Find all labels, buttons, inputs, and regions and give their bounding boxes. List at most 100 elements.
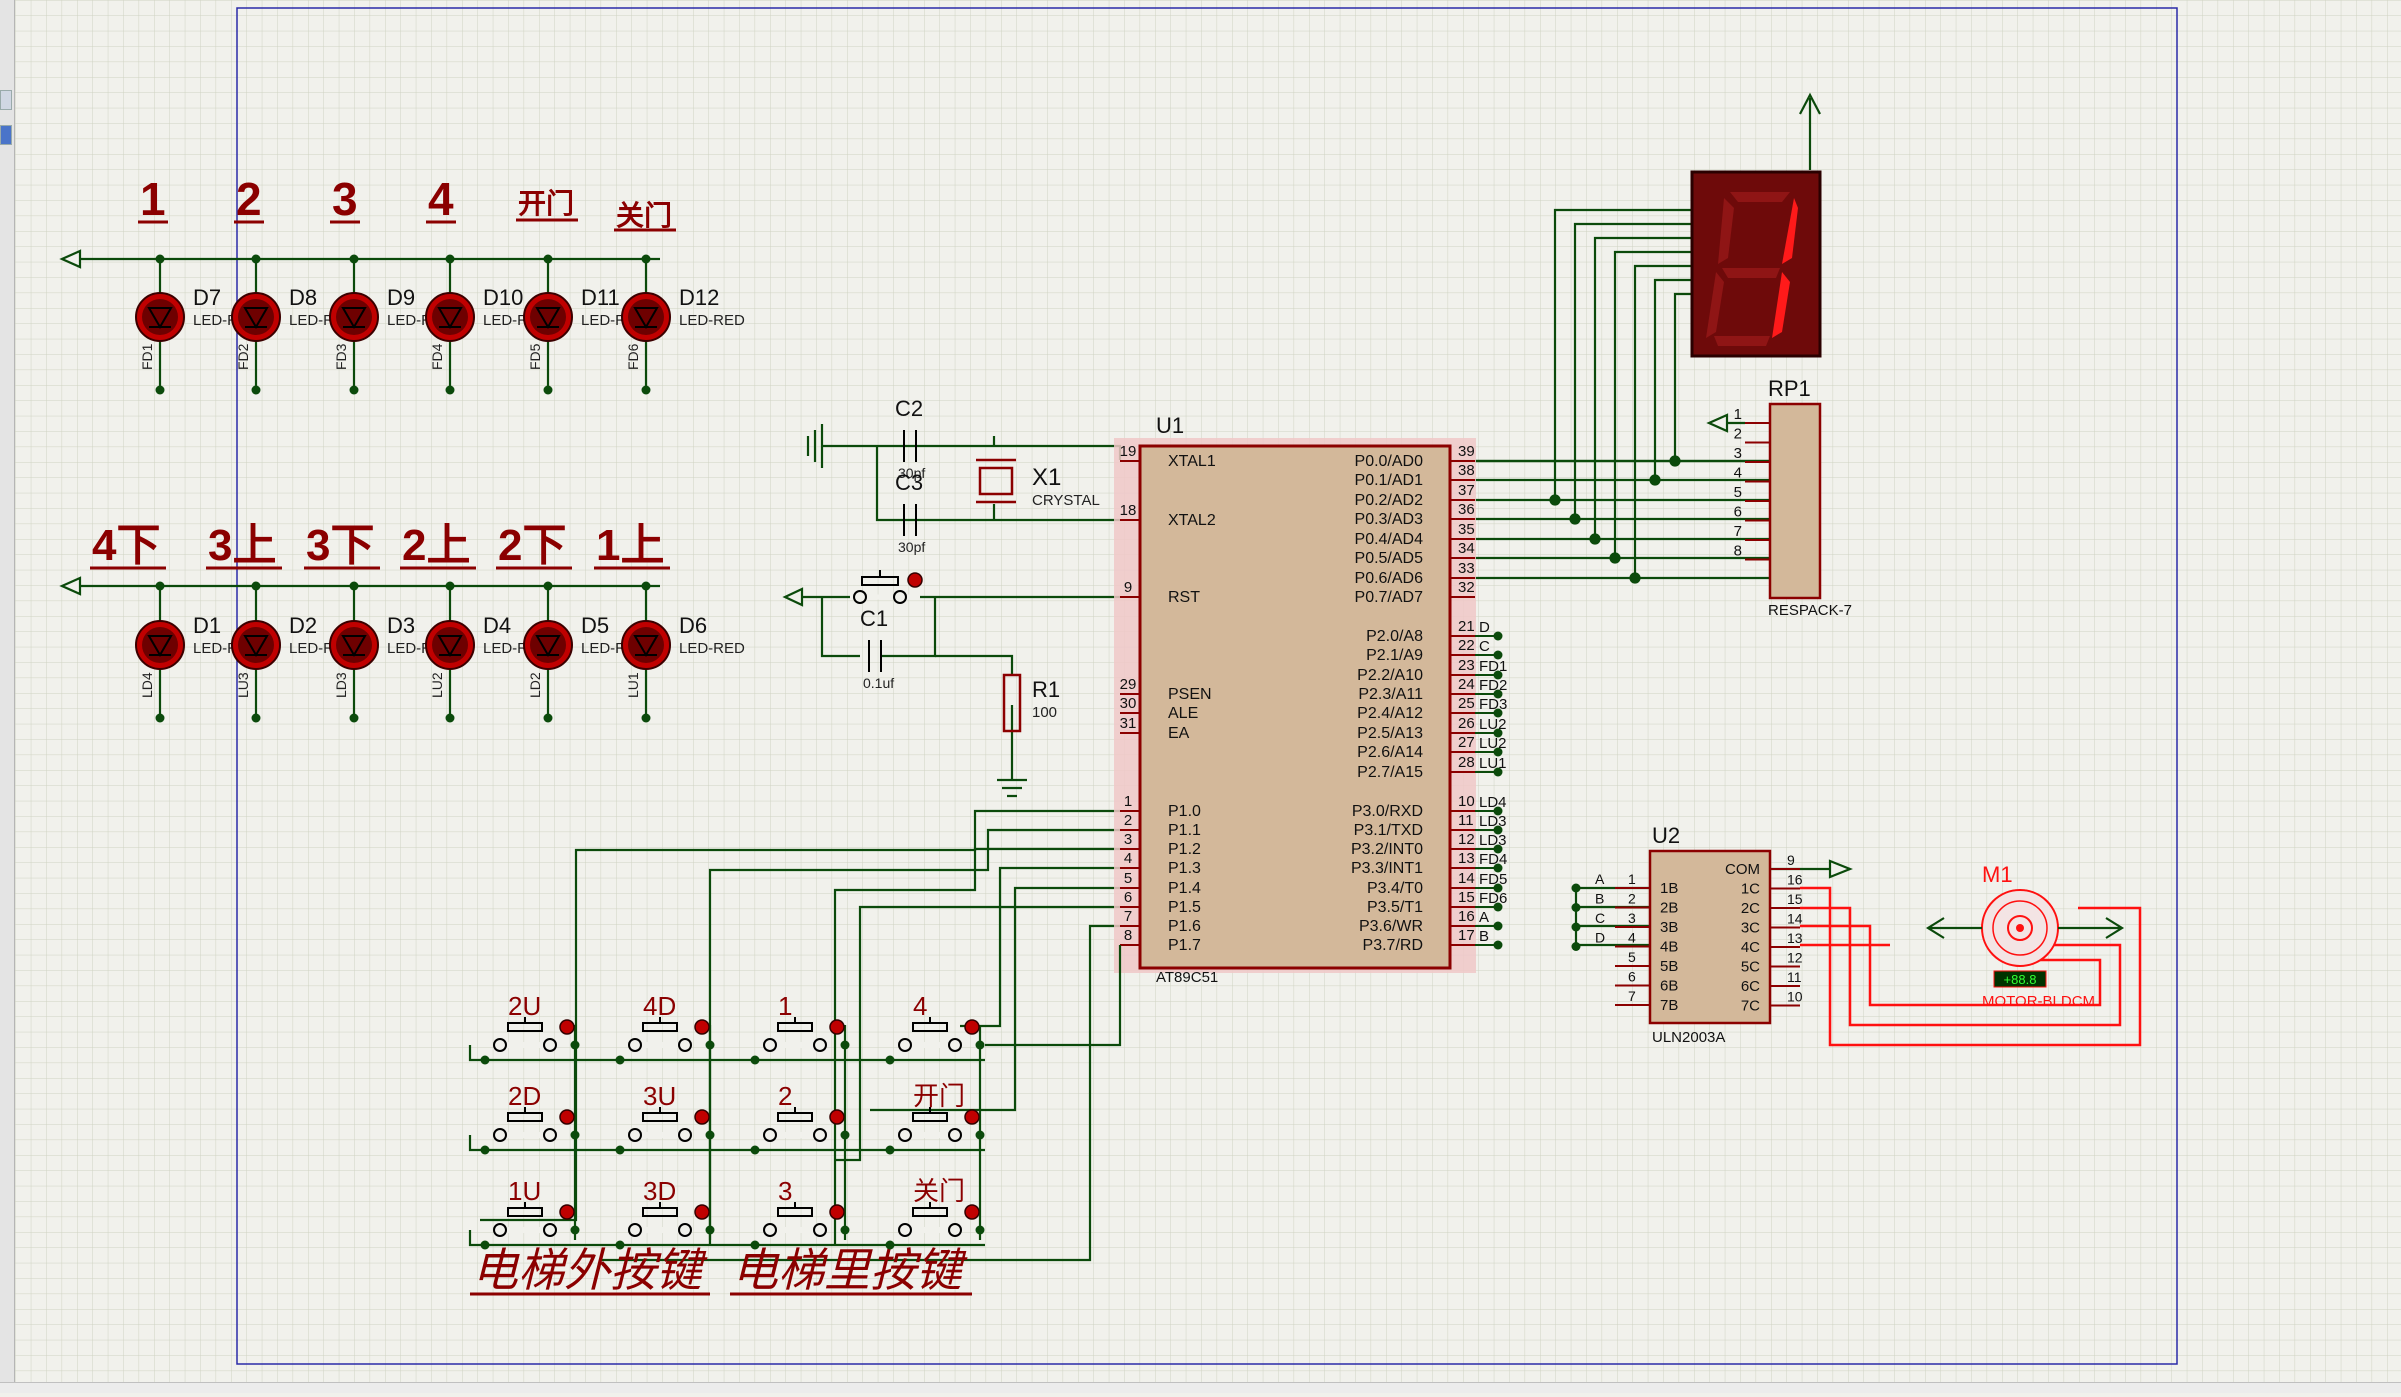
pin-number: 2 — [1628, 891, 1636, 907]
net-label: D — [1479, 619, 1490, 636]
key-9[interactable]: 1U — [480, 1176, 580, 1250]
key-7[interactable]: 2 — [750, 1081, 850, 1155]
led-value: LED-RED — [679, 640, 745, 657]
pin-name: P0.2/AD2 — [1355, 492, 1424, 509]
key-label: 3 — [778, 1176, 792, 1206]
pin-name: 2C — [1741, 900, 1760, 917]
led-ref: D5 — [581, 613, 609, 638]
mcu-u1[interactable]: U1AT89C5119XTAL118XTAL29RST29PSEN30ALE31… — [1114, 413, 1507, 986]
edge-tab-active[interactable] — [0, 125, 12, 145]
mcu-part: AT89C51 — [1156, 969, 1218, 986]
key-10[interactable]: 3D — [615, 1176, 715, 1250]
pin-name: P1.4 — [1168, 880, 1201, 897]
motor-part: MOTOR-BLDCM — [1982, 993, 2095, 1010]
pin-name: P1.3 — [1168, 860, 1201, 877]
key-label: 2 — [778, 1081, 792, 1111]
key-1[interactable]: 2U — [480, 991, 580, 1065]
key-label: 4D — [643, 991, 676, 1021]
led-value: LED-RED — [679, 312, 745, 329]
pin-name: P3.2/INT0 — [1351, 841, 1423, 858]
led-ref: D9 — [387, 285, 415, 310]
pin-name: 5C — [1741, 959, 1760, 976]
bottom-scroll-edge[interactable] — [0, 1382, 2401, 1393]
net-label: FD4 — [1479, 851, 1507, 868]
led-net-label: FD4 — [429, 343, 445, 370]
key-label: 关门 — [913, 1176, 965, 1206]
capacitor-c1[interactable]: C10.1uf — [860, 606, 894, 691]
pin-name: P1.0 — [1168, 803, 1201, 820]
crystal-ref: X1 — [1032, 464, 1061, 491]
pin-number: 13 — [1787, 930, 1803, 946]
key-8[interactable]: 开门 — [885, 1081, 985, 1155]
motor-ref: M1 — [1982, 862, 2013, 887]
pin-number: 4 — [1124, 850, 1132, 867]
pin-name: XTAL2 — [1168, 512, 1216, 529]
pin-number: 24 — [1458, 676, 1475, 693]
key-4[interactable]: 4 — [885, 991, 985, 1065]
pin-number: 4 — [1628, 930, 1636, 946]
floor-label-top: 4 — [426, 173, 456, 225]
pin-name: 7C — [1741, 998, 1760, 1015]
cap-value: 0.1uf — [863, 675, 894, 691]
seven-segment-display[interactable]: 1 — [1690, 0, 1851, 358]
key-2[interactable]: 4D — [615, 991, 715, 1065]
key-label: 3U — [643, 1081, 676, 1111]
cap-ref: C3 — [895, 470, 923, 495]
floor-label-top: 1 — [138, 173, 168, 225]
pin-number: 1 — [1734, 406, 1742, 423]
key-12[interactable]: 关门 — [885, 1176, 985, 1250]
pin-number: 15 — [1787, 891, 1803, 907]
pin-name: 4B — [1660, 939, 1678, 956]
driver-u2[interactable]: U2ULN2003A11BA22BB33BC44BD55B66B77B9COM1… — [1571, 823, 1803, 1046]
led-net-label: LU2 — [429, 672, 445, 698]
pin-name: P3.5/T1 — [1367, 899, 1423, 916]
key-6[interactable]: 3U — [615, 1081, 715, 1155]
led-ref: D12 — [679, 285, 719, 310]
svg-text:3上: 3上 — [208, 521, 276, 570]
pin-number: 33 — [1458, 560, 1475, 577]
led-ref: D8 — [289, 285, 317, 310]
led-value: LED-R — [483, 312, 528, 329]
edge-tab[interactable] — [0, 90, 12, 110]
led-ref: D6 — [679, 613, 707, 638]
led-net-label: LU3 — [235, 672, 251, 698]
svg-text:3下: 3下 — [306, 521, 374, 570]
reset-button[interactable] — [850, 570, 923, 604]
display-power-arrow — [1799, 92, 1821, 170]
floor-label-bottom: 1上 — [594, 521, 670, 570]
key-3[interactable]: 1 — [750, 991, 850, 1065]
pin-number: 6 — [1124, 889, 1132, 906]
led-ref: D1 — [193, 613, 221, 638]
led-value: LED-R — [387, 312, 432, 329]
left-scroll-edge[interactable] — [0, 0, 15, 1392]
pin-number: 1 — [1124, 793, 1132, 810]
resistor-value: 100 — [1032, 704, 1057, 721]
pin-name: P0.7/AD7 — [1355, 589, 1424, 606]
net-label: LD3 — [1479, 832, 1507, 849]
key-5[interactable]: 2D — [480, 1081, 580, 1155]
pin-number: 2 — [1124, 812, 1132, 829]
pin-number: 10 — [1787, 989, 1803, 1005]
pin-name: P2.0/A8 — [1366, 628, 1423, 645]
key-11[interactable]: 3 — [750, 1176, 850, 1250]
